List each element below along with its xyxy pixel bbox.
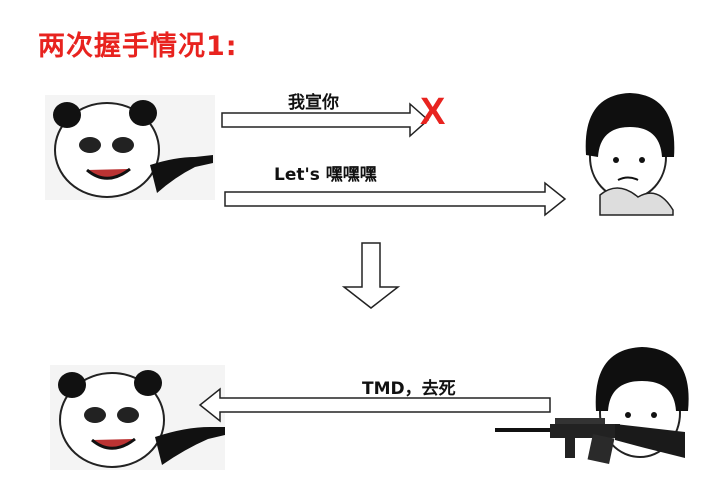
first-arrow-label: 我宣你 <box>288 93 339 113</box>
third-arrow-label: TMD，去死 <box>362 379 456 399</box>
reply-arrow-left <box>198 387 551 423</box>
rifle-icon <box>495 418 685 465</box>
second-arrow-label: Let's 嘿嘿嘿 <box>274 165 377 185</box>
bowl-cut-boy-icon <box>585 93 675 216</box>
down-arrow-icon <box>341 242 401 309</box>
data-arrow-right <box>224 181 567 217</box>
syn-arrow-failed <box>221 102 430 138</box>
panda-sender-icon <box>45 95 215 200</box>
failed-x-mark: X <box>420 91 446 133</box>
panda-receiver-icon <box>50 365 225 470</box>
diagram-title: 两次握手情况1: <box>38 31 238 62</box>
